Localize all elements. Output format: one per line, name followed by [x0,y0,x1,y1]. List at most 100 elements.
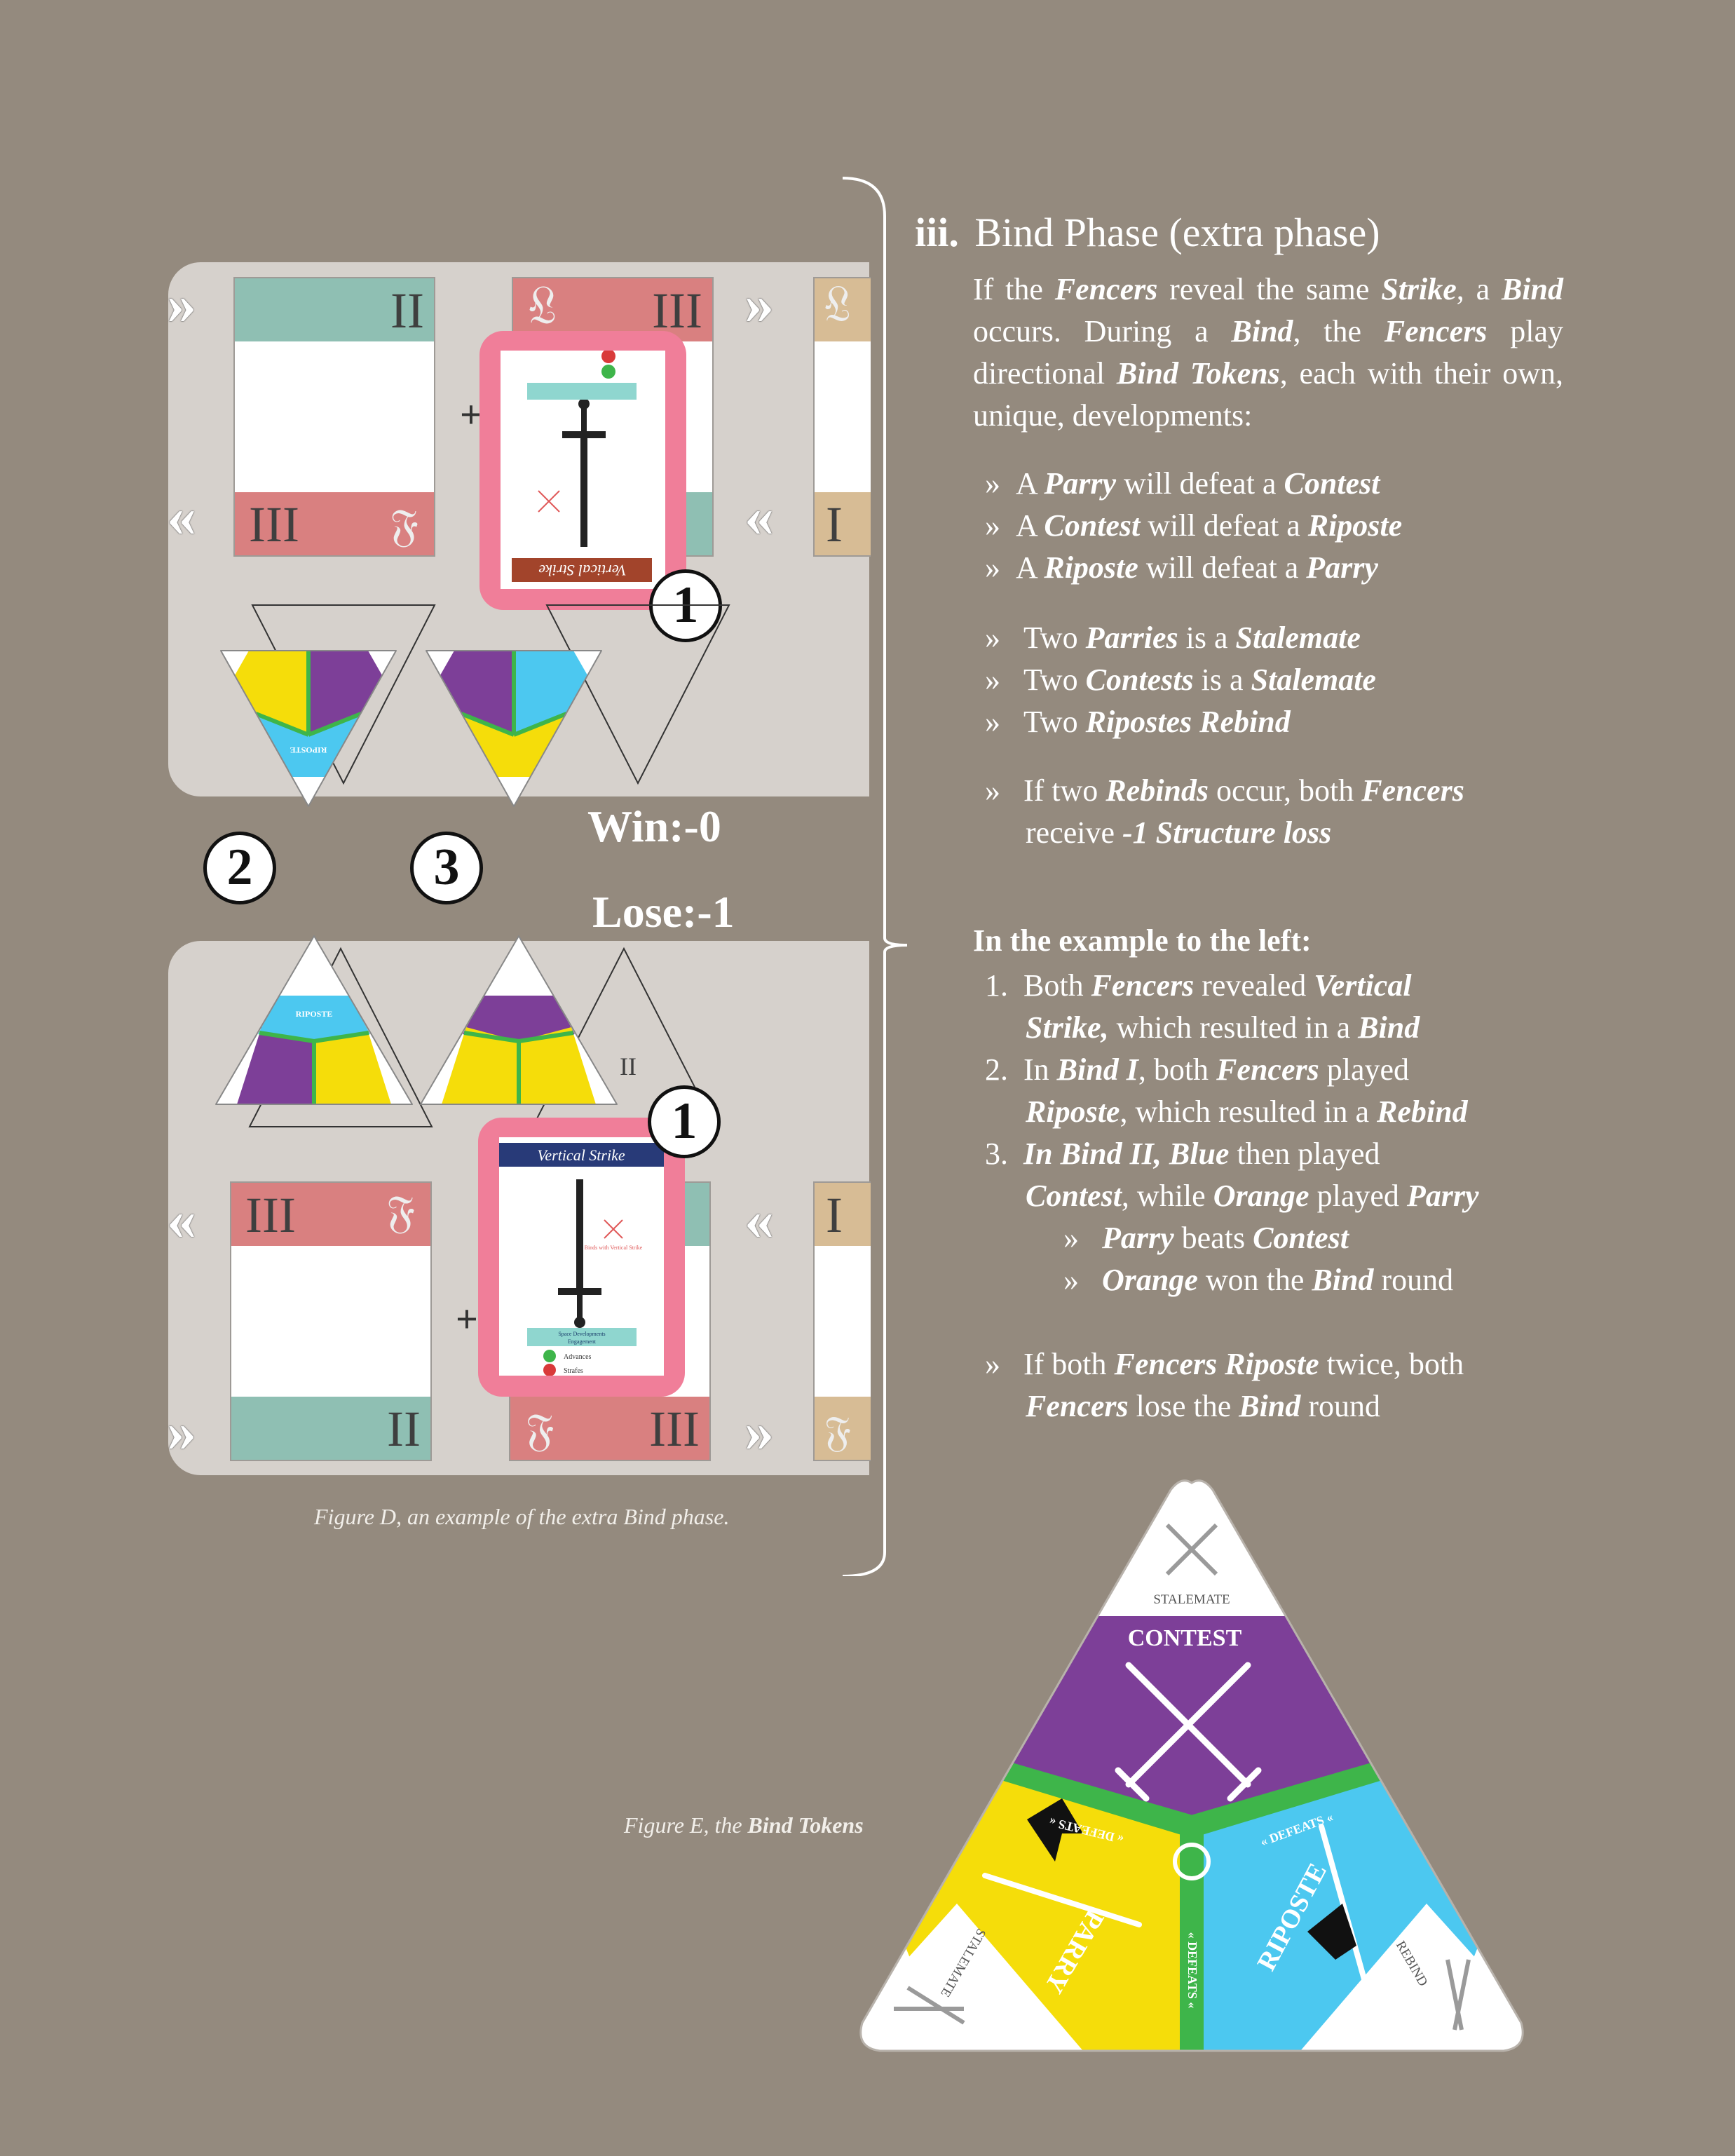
text-run: won the [1197,1263,1312,1297]
rich-text: Two Parries is a Stalemate [1023,621,1361,655]
bullet-icon: » [985,663,1000,697]
text-run: , a [1456,272,1502,306]
emphasis-term: Contests [1085,663,1194,697]
rich-text: If two Rebinds occur, both Fencers [1023,773,1464,808]
text-run: Both [1023,968,1091,1003]
bind-round-label: II [620,1052,637,1080]
figure-e-caption: Figure E, the Bind Tokens [624,1812,864,1838]
rich-text: receive -1 Structure loss [1026,815,1331,850]
sword-icon: Vertical Strike Binds with Vertical Stri… [499,1143,664,1376]
fencer-f-icon: 𝔉 [386,1187,415,1237]
emphasis-term: Fencers [1026,1389,1129,1423]
token-riposte-label: RIPOSTE [296,1009,333,1019]
rich-text: If both Fencers Riposte twice, both [1023,1347,1464,1381]
score-lose: Lose:-1 [592,887,735,937]
example-step-cont: Riposte, which resulted in a Rebind [985,1091,1479,1133]
rule-item: » Two Contests is a Stalemate [985,659,1376,701]
bind-token-outline [545,604,730,785]
card-advances: Advances [564,1353,592,1361]
sub-bullet: » Parry beats Contest [985,1217,1479,1259]
text-run: is a [1193,663,1251,697]
text-run: Two [1023,663,1086,697]
rebind-swords-icon [1445,1959,1471,2030]
emphasis-term: Bind Tokens [1116,356,1280,391]
emphasis-term: Bind [1239,1389,1301,1423]
section-numeral: iii. [915,210,959,255]
emphasis-term: Bind [1231,314,1293,348]
text-run: If two [1023,773,1106,808]
position-card-left: II III 𝔉 [233,277,435,557]
advance-right-icon: » [167,271,196,337]
step-badge-2: 2 [203,832,276,904]
stalemate-label: STALEMATE [1153,1592,1230,1607]
emphasis-term: Contest [1044,508,1141,543]
text-run: will defeat a [1140,508,1308,543]
bullet-icon: » [985,466,1000,501]
position-card-edge: I 𝔉 [813,1181,871,1461]
text-run: twice, both [1319,1347,1464,1381]
text-run: round [1300,1389,1380,1423]
emphasis-term: Strike, [1026,1010,1109,1045]
text-run: If both [1023,1347,1115,1381]
bullet-icon: » [985,508,1000,543]
text-run: , both [1138,1052,1217,1087]
text-run: , each with their own, unique, developme… [973,356,1564,433]
emphasis-term: Riposte [1044,550,1138,585]
section-brace [842,177,908,1576]
sword-icon [982,1873,1142,1927]
emphasis-term: Strike [1381,272,1457,306]
example-steps: 1. Both Fencers revealed Vertical Strike… [985,965,1479,1301]
contest-label: CONTEST [1128,1625,1242,1651]
text-run: , while [1121,1179,1213,1213]
card-numeral: I [826,496,843,552]
position-card-edge: I 𝔉 [813,277,871,557]
rich-text: If the Fencers reveal the same Strike, a… [973,272,1563,433]
rule-item: receive -1 Structure loss [985,812,1464,854]
rich-text: A Parry will defeat a Contest [1016,466,1380,501]
bullet-icon: » [985,621,1000,655]
card-numeral: I [826,1187,843,1243]
crossed-swords-icon [894,1986,965,2025]
rich-text: A Contest will defeat a Riposte [1016,508,1402,543]
example-heading: In the example to the left: [973,923,1312,958]
text-run: occur, both [1209,773,1362,808]
advance-right-icon: » [167,1399,196,1464]
card-title-text: Vertical Strike [538,562,626,579]
text-run: played [1309,1179,1407,1213]
rules-list-c: » If two Rebinds occur, both Fencers rec… [985,770,1464,854]
step-number: 3. [985,1137,1008,1171]
rich-text: Parry beats Contest [1102,1221,1349,1255]
rule-item: » A Riposte will defeat a Parry [985,547,1402,589]
card-title-text: Vertical Strike [537,1146,625,1164]
strike-card-bottom: Vertical Strike Binds with Vertical Stri… [478,1118,685,1397]
riposte-arrow-icon [1307,1904,1356,1960]
emphasis-term: Orange [1102,1263,1198,1297]
token-contest-label: CONTEST [498,970,538,979]
text-run: will defeat a [1116,466,1284,501]
card-numeral: III [245,1187,296,1243]
advance-right-icon: » [744,1399,774,1464]
retreat-left-icon: « [167,484,196,549]
rich-text: In Bind I, both Fencers played [1023,1052,1409,1087]
text-run: Two [1023,621,1086,655]
emphasis-term: Stalemate [1251,663,1376,697]
emphasis-term: Parry [1102,1221,1174,1255]
retreat-left-icon: « [744,484,774,549]
text-run: receive [1026,815,1122,850]
bullet-icon: » [985,773,1000,808]
rich-text: In Bind II, Blue then played [1023,1137,1380,1171]
text-run: A [1016,550,1045,585]
emphasis-term: Ripostes Rebind [1085,705,1291,739]
example-step: 3. In Bind II, Blue then played [985,1133,1479,1175]
text-run: occurs. During a [973,314,1232,348]
emphasis-term: Fencers Riposte [1114,1347,1319,1381]
rich-text: Both Fencers revealed Vertical [1023,968,1412,1003]
emphasis-term: Parry [1406,1179,1479,1213]
text-run: lose the [1128,1389,1239,1423]
step-badge-1: 1 [648,1085,721,1158]
score-win: Win:-0 [587,801,721,851]
emphasis-term: Vertical [1314,968,1412,1003]
fencer-f-icon: 𝔉 [390,501,419,550]
card-numeral: II [390,283,424,339]
rebind-cycle-icon [1173,1843,1211,1880]
